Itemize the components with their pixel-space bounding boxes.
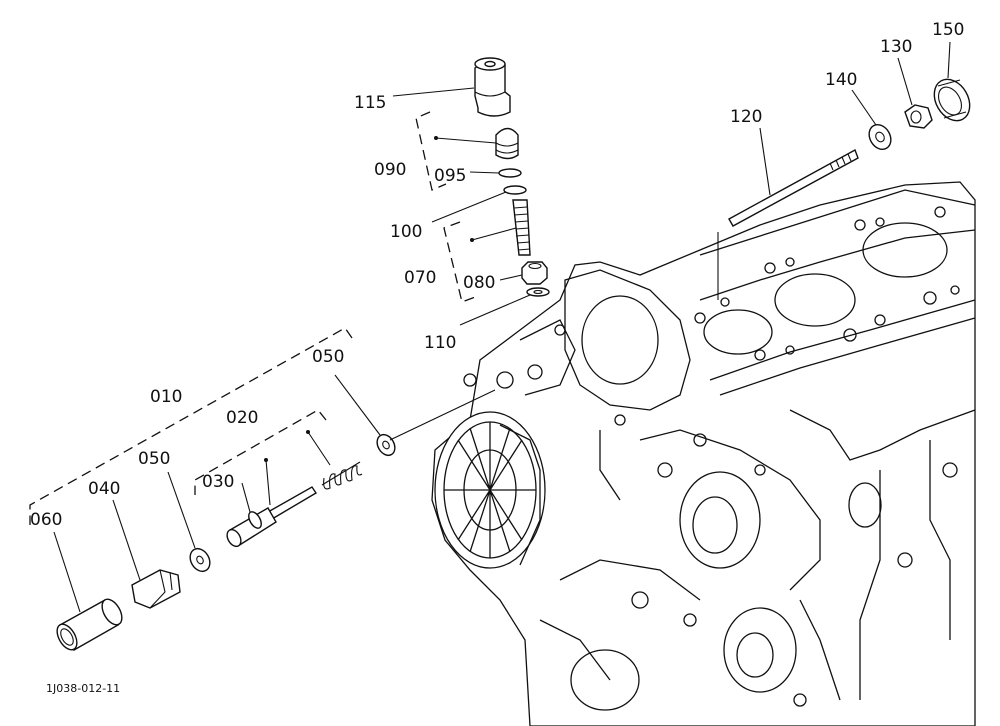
- label-050-upper: 050: [312, 347, 344, 367]
- part-070-stud: [512, 199, 531, 256]
- label-060: 060: [30, 510, 62, 530]
- part-100-washer: [503, 185, 527, 195]
- label-010: 010: [150, 387, 182, 407]
- part-090-plunger: [495, 127, 519, 160]
- part-115-cap: [474, 57, 511, 117]
- part-110-washer: [526, 287, 550, 297]
- part-080-nut: [521, 261, 548, 285]
- figure-id: 1J038-012-11: [46, 682, 120, 695]
- part-120-long-stud: [717, 148, 859, 300]
- part-095-ring: [498, 168, 522, 178]
- label-030: 030: [202, 472, 234, 492]
- label-140: 140: [825, 70, 857, 90]
- part-030-valve: [226, 486, 317, 548]
- engine-block: [431, 181, 976, 726]
- label-095: 095: [434, 166, 466, 186]
- label-150: 150: [932, 20, 964, 40]
- part-labels: 115 090 095 100 070 080 110 120 140 130 …: [30, 20, 964, 695]
- label-115: 115: [354, 93, 386, 113]
- label-130: 130: [880, 37, 912, 57]
- part-050-washer-lower: [189, 547, 211, 573]
- part-050-washer-upper: [376, 433, 396, 457]
- part-150-cap: [933, 78, 971, 122]
- label-120: 120: [730, 107, 762, 127]
- label-080: 080: [463, 273, 495, 293]
- label-110: 110: [424, 333, 456, 353]
- label-040: 040: [88, 479, 120, 499]
- part-130-nut: [904, 104, 933, 129]
- part-060-cylinder: [56, 598, 123, 651]
- leader-lines: [29, 41, 951, 613]
- part-spring: [321, 461, 363, 490]
- part-140-washer: [868, 123, 892, 151]
- label-070: 070: [404, 268, 436, 288]
- label-090: 090: [374, 160, 406, 180]
- label-100: 100: [390, 222, 422, 242]
- label-050-lower: 050: [138, 449, 170, 469]
- label-020: 020: [226, 408, 258, 428]
- part-040-plug: [131, 569, 181, 609]
